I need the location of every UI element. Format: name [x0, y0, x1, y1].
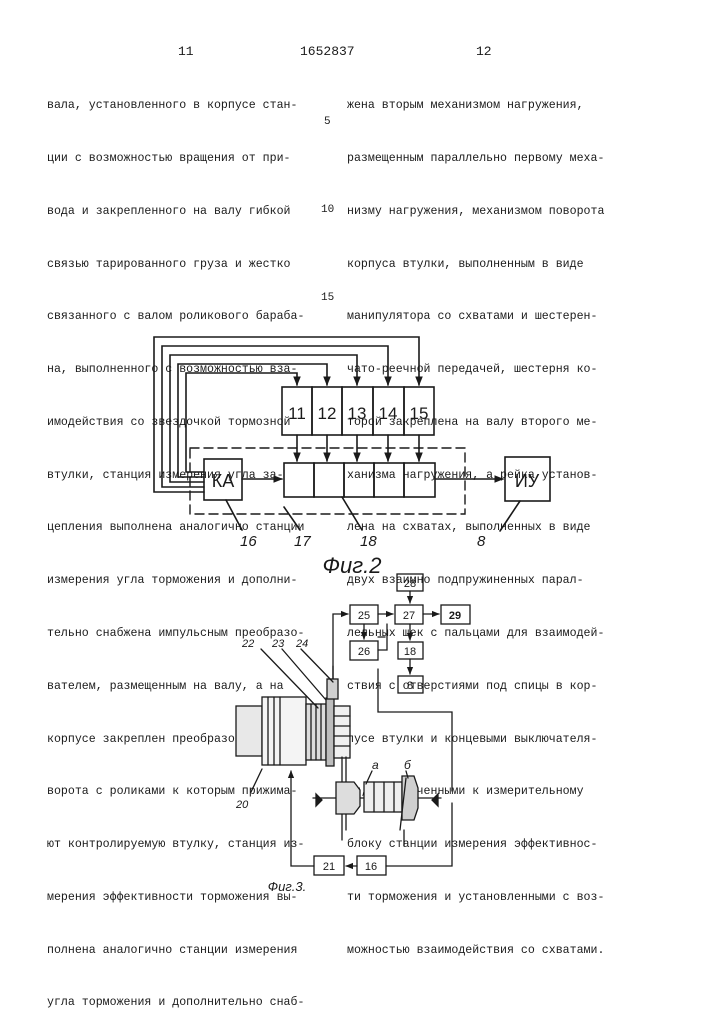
- figures-drawing: 11 12 13 14 15 КА ИУ: [0, 0, 707, 1000]
- label-11: 11: [288, 404, 306, 423]
- svg-text:29: 29: [449, 610, 461, 622]
- label-15: 15: [410, 404, 429, 423]
- leader-b: б: [404, 758, 412, 772]
- motor-body: [236, 706, 262, 756]
- sprocket: [334, 706, 350, 758]
- figure-2: 11 12 13 14 15 КА ИУ: [154, 337, 550, 578]
- svg-text:26: 26: [358, 646, 370, 658]
- label-ka: КА: [212, 471, 235, 491]
- register-cell-5: [404, 463, 435, 497]
- figure-3: 28 25 27 29 26 18 8 21 16: [235, 574, 470, 894]
- leader-22: 22: [241, 638, 254, 650]
- leader-24: 24: [295, 638, 308, 650]
- svg-text:27: 27: [403, 610, 415, 622]
- svg-text:25: 25: [358, 610, 370, 622]
- svg-text:28: 28: [404, 578, 416, 590]
- label-13: 13: [348, 404, 367, 423]
- register-cell-3: [344, 463, 374, 497]
- svg-text:21: 21: [323, 861, 335, 873]
- label-iu: ИУ: [515, 471, 540, 491]
- svg-text:16: 16: [365, 861, 377, 873]
- leader-20: 20: [235, 799, 249, 811]
- leader-a: а: [372, 758, 379, 772]
- figure-3-caption: Фиг.3.: [268, 879, 306, 894]
- svg-text:18: 18: [404, 646, 416, 658]
- loop-11: [186, 373, 297, 472]
- register-cell-2: [314, 463, 344, 497]
- label-12: 12: [318, 404, 337, 423]
- drum-flange: [326, 698, 334, 766]
- svg-text:8: 8: [407, 680, 413, 692]
- register-cell-4: [374, 463, 404, 497]
- hub-body: [364, 782, 402, 812]
- leader-16: 16: [240, 533, 257, 550]
- register-cell-1: [284, 463, 314, 497]
- label-14: 14: [379, 404, 398, 423]
- leader-17: 17: [294, 533, 311, 550]
- leader-18: 18: [360, 533, 377, 550]
- figure-2-caption: Фиг.2: [323, 553, 382, 578]
- leader-23: 23: [271, 638, 285, 650]
- leader-8: 8: [477, 533, 486, 550]
